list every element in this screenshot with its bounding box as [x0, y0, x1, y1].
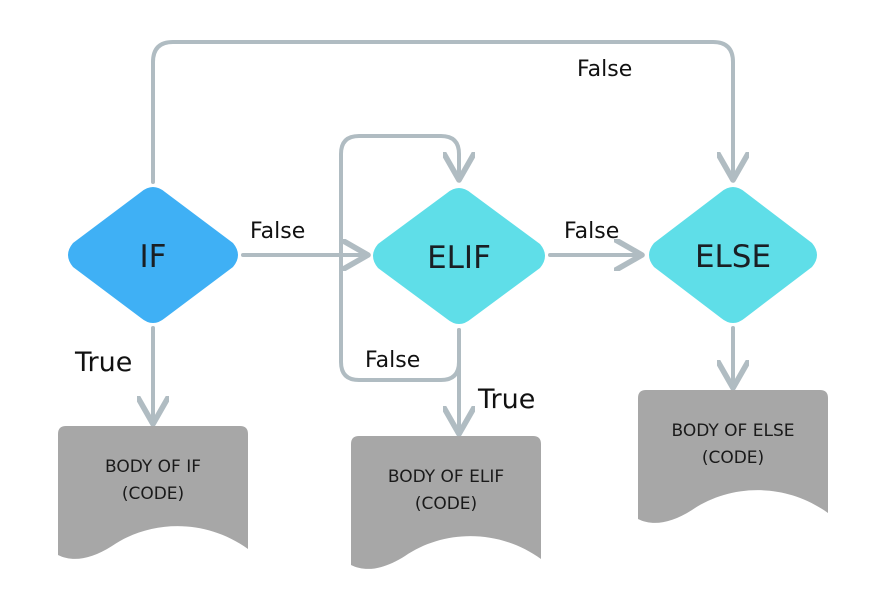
body-of-else-line-2: (CODE) — [702, 448, 764, 468]
body-of-elif-line-1: BODY OF ELIF — [388, 467, 504, 487]
if-to-elif-false-label: False — [250, 219, 305, 244]
if-decision-node: IF — [68, 187, 238, 323]
edge-elif-loop — [339, 134, 459, 382]
if-diamond — [68, 187, 238, 323]
else-decision-node: ELSE — [649, 187, 817, 323]
body-of-if-shape — [58, 426, 248, 559]
body-of-else-line-1: BODY OF ELSE — [671, 421, 794, 441]
body-of-elif-shape — [351, 436, 541, 569]
elif-true-label: True — [477, 384, 535, 415]
body-of-if-line-2: (CODE) — [122, 484, 184, 504]
body-of-elif-box: BODY OF ELIF (CODE) — [351, 436, 541, 569]
else-diamond — [649, 187, 817, 323]
body-of-else-shape — [638, 390, 828, 523]
elif-node-label: ELIF — [427, 240, 491, 276]
elif-diamond — [373, 188, 545, 324]
edge-if-to-else-top — [151, 40, 733, 184]
body-of-elif-line-2: (CODE) — [415, 494, 477, 514]
body-of-else-box: BODY OF ELSE (CODE) — [638, 390, 828, 523]
body-of-if-line-1: BODY OF IF — [105, 457, 201, 477]
if-node-label: IF — [140, 239, 167, 275]
if-to-else-false-label: False — [577, 57, 632, 82]
if-true-label: True — [74, 347, 132, 378]
else-node-label: ELSE — [695, 239, 771, 275]
elif-decision-node: ELIF — [373, 188, 545, 324]
body-of-if-box: BODY OF IF (CODE) — [58, 426, 248, 559]
elif-loop-false-label: False — [365, 348, 420, 373]
elif-to-else-false-label: False — [564, 219, 619, 244]
